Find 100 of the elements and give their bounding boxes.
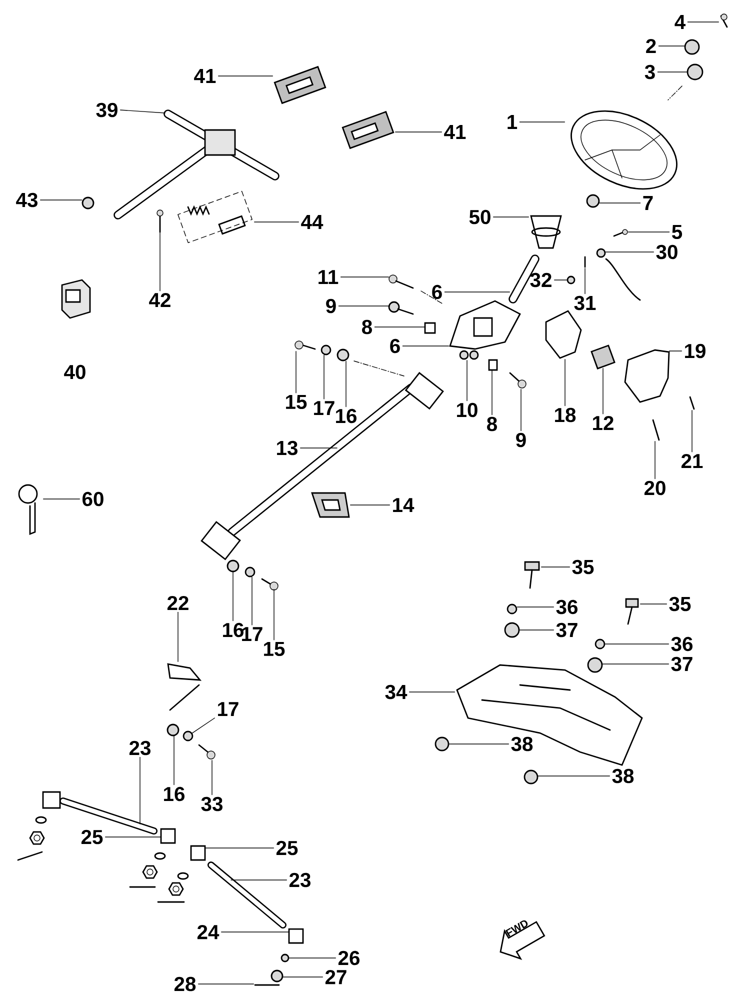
washer: [504, 622, 520, 638]
callout-number: 31: [574, 296, 596, 310]
callout-number: 23: [129, 740, 150, 756]
bolt: [156, 210, 164, 233]
housing: [624, 349, 670, 403]
bracket: [449, 300, 521, 350]
pad: [311, 492, 350, 518]
bolt: [625, 598, 639, 625]
screw: [689, 396, 695, 410]
callout-number: 41: [444, 125, 466, 139]
nut: [566, 276, 576, 284]
washer: [587, 657, 603, 673]
callout-number: 36: [556, 600, 578, 614]
callout-number: 38: [612, 768, 634, 784]
callout-number: 23: [289, 872, 310, 888]
leader-line: [374, 326, 425, 328]
callout-number: 33: [201, 796, 222, 812]
callout-number: 8: [362, 320, 372, 334]
bolt: [524, 561, 540, 589]
callout-number: 32: [530, 272, 552, 288]
leader-line: [282, 976, 324, 978]
leader-line: [599, 202, 641, 204]
mounting-plate: [456, 664, 643, 766]
washer: [226, 560, 240, 572]
bolt: [198, 744, 216, 760]
bushing: [459, 350, 479, 360]
callout-number: 2: [646, 38, 656, 54]
leader-line: [520, 389, 522, 432]
callout-number: 30: [656, 244, 678, 260]
cap: [586, 194, 600, 208]
washer: [244, 566, 256, 578]
bolt: [294, 340, 316, 350]
callout-number: 38: [511, 736, 533, 752]
callout-number: 35: [669, 596, 691, 612]
screw: [720, 14, 728, 28]
callout-number: 42: [149, 292, 170, 308]
washer: [596, 248, 606, 258]
callout-number: 11: [318, 270, 338, 284]
callout-number: 16: [336, 408, 356, 424]
bolt: [388, 274, 414, 289]
callout-number: 7: [643, 196, 653, 210]
cone: [530, 215, 562, 249]
callout-number: 25: [276, 840, 298, 856]
callout-number: 9: [326, 298, 336, 314]
screw: [613, 229, 628, 237]
callout-number: 6: [390, 338, 400, 354]
leader-line: [584, 268, 586, 294]
washer: [336, 348, 350, 362]
callout-number: 22: [167, 596, 188, 610]
callout-number: 25: [81, 830, 103, 844]
ball-joint: [288, 928, 304, 944]
leader-line: [340, 276, 389, 278]
leader-line: [516, 606, 554, 608]
leader-line: [669, 350, 682, 352]
nut: [270, 970, 284, 982]
washer: [182, 730, 194, 742]
screw: [652, 419, 660, 441]
callout-number: 15: [264, 642, 285, 656]
callout-number: 20: [644, 480, 666, 496]
steering-wheel: [570, 110, 678, 190]
leader-line: [493, 216, 530, 218]
bolt: [261, 578, 278, 590]
washer: [280, 954, 290, 962]
callout-number: 21: [681, 454, 703, 468]
callout-number: 41: [194, 69, 216, 83]
callout-number: 16: [164, 786, 184, 802]
bushing: [424, 322, 436, 334]
nut: [524, 770, 538, 784]
callout-number: 9: [516, 432, 526, 448]
callout-number: 50: [469, 210, 490, 224]
callout-number: 37: [671, 656, 692, 672]
leader-line: [192, 718, 215, 734]
bolt: [509, 372, 526, 388]
ball-joint: [160, 828, 176, 844]
callout-number: 10: [457, 402, 478, 418]
nut: [434, 736, 450, 752]
callout-number: 5: [672, 224, 682, 240]
leader-line: [654, 441, 656, 480]
washer: [684, 39, 700, 55]
leader-line: [466, 360, 468, 402]
callout-number: 17: [218, 702, 238, 716]
leader-line: [232, 572, 234, 622]
washer: [686, 64, 704, 80]
callout-number: 8: [487, 416, 497, 432]
nut: [82, 196, 94, 210]
leader-line: [564, 359, 566, 406]
callout-number: 28: [174, 976, 196, 992]
callout-number: 12: [593, 416, 614, 430]
callout-number: 1: [508, 115, 518, 129]
callout-number: 17: [314, 401, 334, 415]
callout-number: 6: [432, 284, 442, 300]
washer: [320, 344, 332, 356]
housing: [545, 310, 582, 359]
callout-number: 39: [96, 102, 118, 118]
callout-number: 43: [16, 192, 38, 208]
callout-number: 24: [197, 924, 220, 940]
key: [18, 484, 38, 536]
callout-number: 13: [277, 440, 298, 456]
ball-joint: [190, 845, 206, 861]
callout-number: 34: [385, 684, 408, 700]
